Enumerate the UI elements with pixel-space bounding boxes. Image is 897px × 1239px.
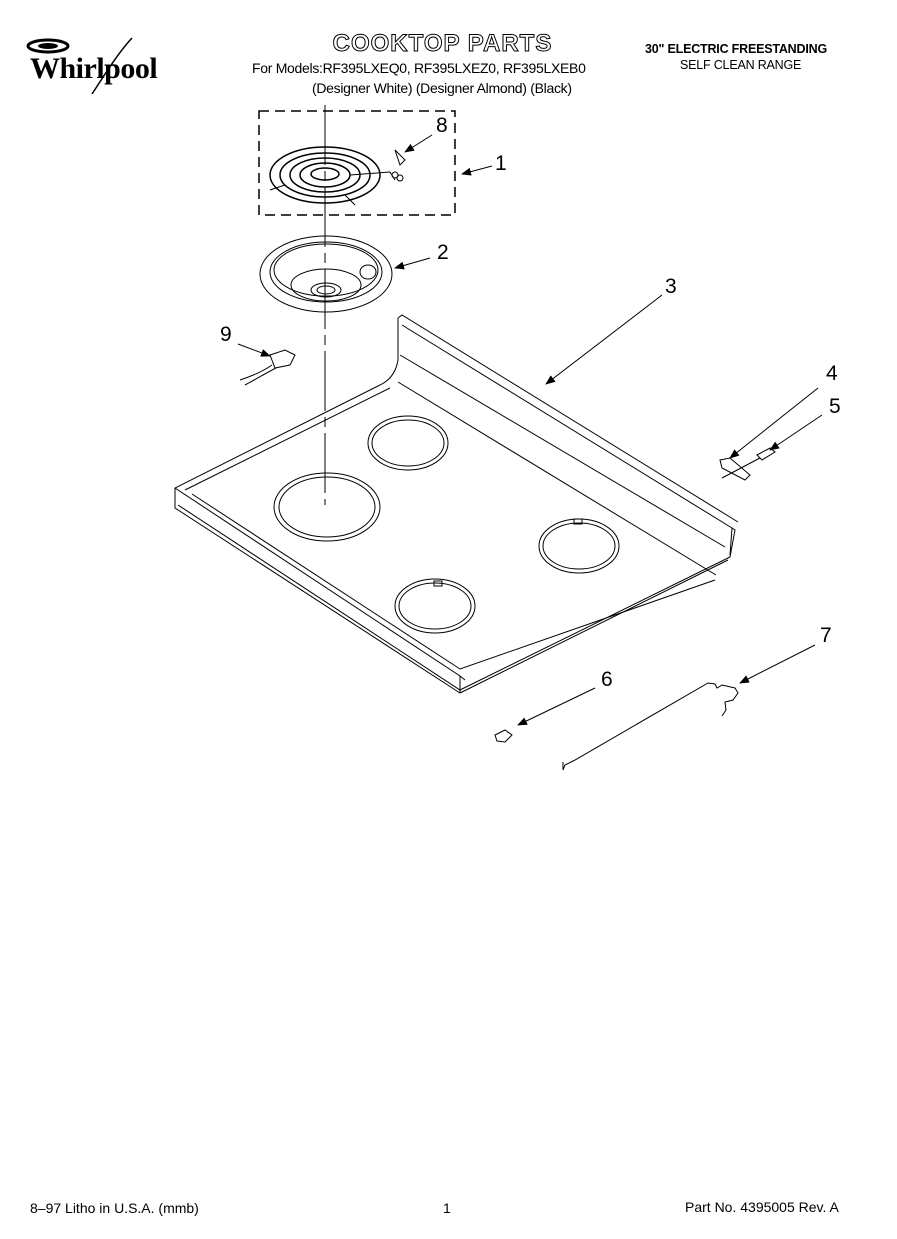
cooktop-part: [174, 314, 739, 694]
callout-leaders: [237, 134, 823, 726]
callout-8: 8: [436, 114, 448, 137]
connector-part: [239, 349, 296, 386]
callout-1: 1: [495, 152, 507, 175]
screw-part: [756, 447, 776, 461]
brand-name: Whirlpool: [30, 52, 158, 85]
range-type-line2: SELF CLEAN RANGE: [680, 58, 802, 72]
drip-bowl-part: [259, 235, 393, 313]
callout-5: 5: [829, 395, 841, 418]
clip-part: [494, 729, 513, 743]
page-number: 1: [443, 1200, 451, 1216]
range-type-line1: 30" ELECTRIC FREESTANDING: [645, 42, 827, 56]
support-rod-part: [562, 682, 739, 771]
model-variants: (Designer White) (Designer Almond) (Blac…: [312, 80, 572, 96]
callout-7: 7: [820, 624, 832, 647]
burner-swirl-icon: [26, 37, 133, 94]
callout-3: 3: [665, 275, 677, 298]
callout-4: 4: [826, 362, 838, 385]
callout-2: 2: [437, 241, 449, 264]
part-number: Part No. 4395005 Rev. A: [685, 1199, 839, 1215]
model-list: For Models:RF395LXEQ0, RF395LXEZ0, RF395…: [252, 60, 586, 76]
callout-6: 6: [601, 668, 613, 691]
page-title: COOKTOP PARTS: [332, 30, 553, 58]
hinge-bracket-part: [719, 457, 761, 481]
brand-logo: [22, 34, 172, 94]
callout-9: 9: [220, 323, 232, 346]
print-info: 8–97 Litho in U.S.A. (mmb): [30, 1200, 199, 1216]
surface-element-part: [258, 110, 456, 216]
